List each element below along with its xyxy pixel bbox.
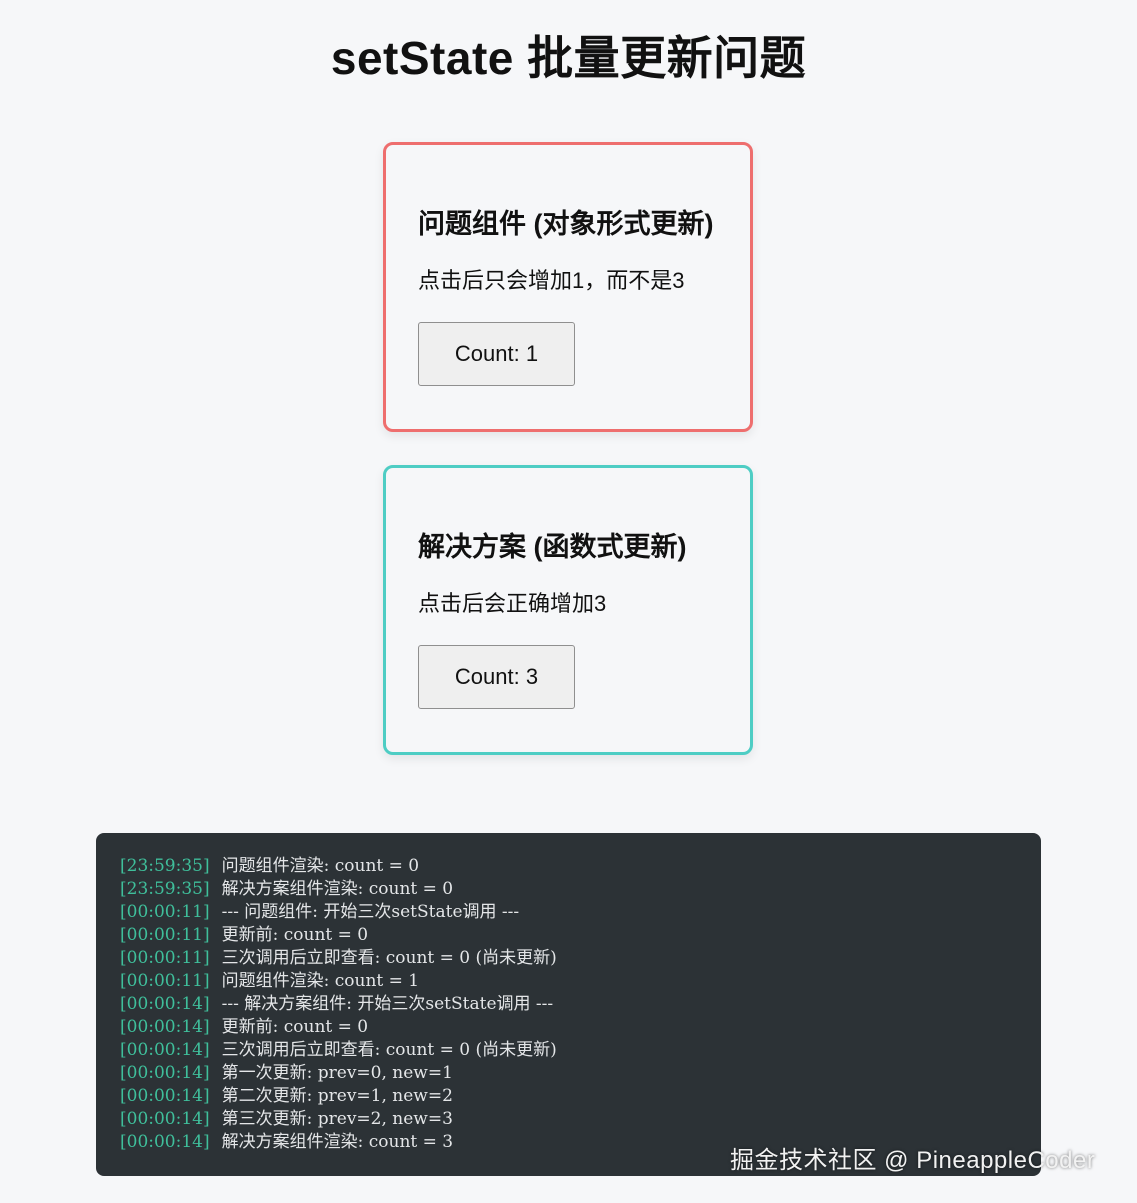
log-message: 问题组件渲染: count = 1 <box>221 971 420 991</box>
watermark: 掘金技术社区 @ PineappleCoder <box>730 1147 1096 1174</box>
log-timestamp: [00:00:11] <box>120 971 210 991</box>
log-line: [00:00:14] 第三次更新: prev=2, new=3 <box>120 1108 1017 1131</box>
solution-component-card: 解决方案 (函数式更新) 点击后会正确增加3 Count: 3 <box>383 465 753 755</box>
log-message: --- 解决方案组件: 开始三次setState调用 --- <box>221 994 554 1014</box>
log-timestamp: [23:59:35] <box>120 856 210 876</box>
log-timestamp: [00:00:14] <box>120 1040 210 1060</box>
log-line: [00:00:14] 更新前: count = 0 <box>120 1016 1017 1039</box>
log-timestamp: [00:00:11] <box>120 948 210 968</box>
log-line: [00:00:14] --- 解决方案组件: 开始三次setState调用 --- <box>120 993 1017 1016</box>
log-timestamp: [00:00:11] <box>120 902 210 922</box>
log-line: [00:00:11] 更新前: count = 0 <box>120 924 1017 947</box>
solution-count-button[interactable]: Count: 3 <box>418 645 575 709</box>
console-log-panel: [23:59:35] 问题组件渲染: count = 0 [23:59:35] 解决… <box>96 833 1041 1176</box>
solution-card-description: 点击后会正确增加3 <box>418 591 607 616</box>
log-message: 解决方案组件渲染: count = 0 <box>221 879 454 899</box>
log-line: [00:00:14] 解决方案组件渲染: count = 3 <box>120 1131 1017 1154</box>
log-timestamp: [00:00:14] <box>120 1109 210 1129</box>
log-timestamp: [00:00:14] <box>120 1017 210 1037</box>
log-message: 更新前: count = 0 <box>221 925 369 945</box>
problem-count-button[interactable]: Count: 1 <box>418 322 575 386</box>
log-message: 三次调用后立即查看: count = 0 (尚未更新) <box>221 1040 557 1060</box>
log-line: [23:59:35] 问题组件渲染: count = 0 <box>120 855 1017 878</box>
log-line: [00:00:14] 第一次更新: prev=0, new=1 <box>120 1062 1017 1085</box>
log-message: 解决方案组件渲染: count = 3 <box>221 1132 454 1152</box>
log-timestamp: [23:59:35] <box>120 879 210 899</box>
log-message: 第一次更新: prev=0, new=1 <box>221 1063 453 1083</box>
solution-card-title: 解决方案 (函数式更新) <box>418 532 687 562</box>
log-timestamp: [00:00:14] <box>120 1063 210 1083</box>
log-timestamp: [00:00:14] <box>120 1132 210 1152</box>
log-timestamp: [00:00:14] <box>120 1086 210 1106</box>
log-line: [00:00:11] --- 问题组件: 开始三次setState调用 --- <box>120 901 1017 924</box>
log-timestamp: [00:00:14] <box>120 994 210 1014</box>
log-line: [00:00:11] 问题组件渲染: count = 1 <box>120 970 1017 993</box>
problem-card-description: 点击后只会增加1，而不是3 <box>418 268 685 293</box>
page-title: setState 批量更新问题 <box>330 32 807 84</box>
log-line: [23:59:35] 解决方案组件渲染: count = 0 <box>120 878 1017 901</box>
log-message: 更新前: count = 0 <box>221 1017 369 1037</box>
problem-card-title: 问题组件 (对象形式更新) <box>418 209 714 239</box>
log-line: [00:00:14] 三次调用后立即查看: count = 0 (尚未更新) <box>120 1039 1017 1062</box>
log-message: 第三次更新: prev=2, new=3 <box>221 1109 453 1129</box>
log-message: 第二次更新: prev=1, new=2 <box>221 1086 453 1106</box>
problem-component-card: 问题组件 (对象形式更新) 点击后只会增加1，而不是3 Count: 1 <box>383 142 753 432</box>
log-message: 问题组件渲染: count = 0 <box>221 856 420 876</box>
log-message: --- 问题组件: 开始三次setState调用 --- <box>221 902 520 922</box>
log-line: [00:00:11] 三次调用后立即查看: count = 0 (尚未更新) <box>120 947 1017 970</box>
log-timestamp: [00:00:11] <box>120 925 210 945</box>
log-line: [00:00:14] 第二次更新: prev=1, new=2 <box>120 1085 1017 1108</box>
log-message: 三次调用后立即查看: count = 0 (尚未更新) <box>221 948 557 968</box>
